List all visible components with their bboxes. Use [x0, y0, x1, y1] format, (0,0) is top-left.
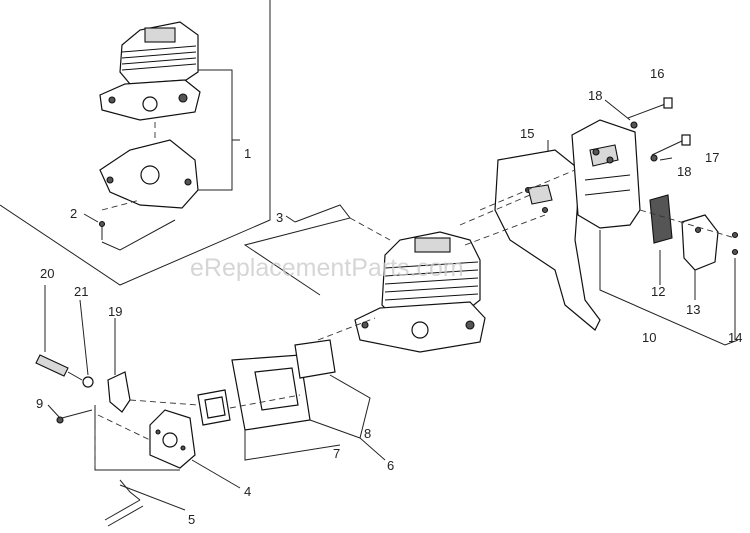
part-14-screws — [731, 231, 739, 256]
intake-gasket — [197, 389, 231, 426]
part-9-screw — [56, 409, 93, 424]
part-12-screen — [649, 194, 673, 244]
label-part-14: 14 — [728, 330, 742, 345]
label-part-17: 17 — [705, 150, 719, 165]
label-part-20: 20 — [40, 266, 54, 281]
label-part-2: 2 — [70, 206, 77, 221]
muffler-body — [571, 119, 641, 229]
part-16-bolt — [627, 97, 673, 119]
part-18-washer-upper — [630, 121, 638, 129]
part-4-intake-block — [149, 409, 196, 469]
label-part-10: 10 — [642, 330, 656, 345]
part-1-crankcase-half — [99, 139, 199, 209]
part-17-bolt — [651, 134, 691, 156]
part-13-cover — [681, 214, 719, 271]
label-part-15: 15 — [520, 126, 534, 141]
label-part-21: 21 — [74, 284, 88, 299]
label-part-13: 13 — [686, 302, 700, 317]
label-part-18-upper: 18 — [588, 88, 602, 103]
label-part-1: 1 — [244, 146, 251, 161]
part-19-bracket — [107, 371, 131, 413]
part-15-heat-shield — [494, 149, 601, 331]
part-18-washer-lower — [650, 154, 658, 162]
inset-frame — [0, 0, 271, 286]
part-1-cylinder-assembly — [99, 21, 201, 121]
part-5-rod — [104, 479, 144, 527]
label-part-16: 16 — [650, 66, 664, 81]
label-part-4: 4 — [244, 484, 251, 499]
label-part-7: 7 — [333, 446, 340, 461]
main-cylinder — [354, 231, 486, 353]
part-8-gasket — [231, 354, 311, 431]
label-part-8: 8 — [364, 426, 371, 441]
part-21-spring — [82, 376, 94, 388]
label-part-18-lower: 18 — [677, 164, 691, 179]
label-part-9: 9 — [36, 396, 43, 411]
label-part-6: 6 — [387, 458, 394, 473]
label-part-19: 19 — [108, 304, 122, 319]
part-2-screw — [98, 220, 106, 240]
part-7-gasket — [294, 339, 336, 379]
label-part-3: 3 — [276, 210, 283, 225]
watermark: eReplacementParts.com — [190, 254, 464, 282]
part-20-adjuster-screw — [35, 354, 83, 381]
label-part-5: 5 — [188, 512, 195, 527]
label-part-12: 12 — [651, 284, 665, 299]
